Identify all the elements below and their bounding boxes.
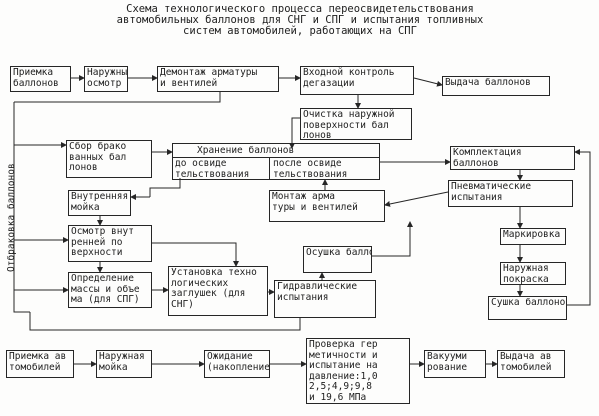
node-text-line: Входной контроль [303,67,395,78]
diagram-title-line-2: автомобильных баллонов для СНГ и СПГ и и… [116,14,484,26]
node-text-line: тельствования [273,168,348,180]
node-text-line: туры и вентилей [272,201,358,213]
node-text-line: Вакууми [427,351,468,362]
node-text-line: Пневматические [451,181,532,192]
node-text-line: после освиде [273,158,342,169]
node-sushka-ballonov: Сушка баллонов [488,296,567,320]
node-text-line: Осмотр внут [71,226,134,237]
diagram-title-line-1: Схема технологического процесса переосви… [126,3,474,15]
node-text-line: до освиде [175,158,227,169]
node-text-line: верхности [71,247,123,258]
hranenie-label: Хранение баллонов [197,145,295,157]
node-text-line: Определение [71,273,134,284]
node-text-line: и 19,6 МПа [309,391,367,403]
node-text-line: рование [427,361,468,373]
node-ozhidanie: Ожидание(накопление) [204,350,270,378]
node-vydacha-ballonov: Выдача баллонов [442,76,550,96]
node-text-line: Выдача баллонов [445,77,531,88]
node-text-line: Приемка ав [9,351,67,362]
node-text-line: Гидравлические [277,281,358,292]
node-text-line: Приемка [13,67,54,78]
node-text-line: испытания [277,291,329,303]
node-text-line: массы и объе [71,283,140,295]
node-text-line: лонов [69,162,98,173]
node-text-line: Демонтаж арматуры [160,67,258,78]
node-text-line: Наружная [99,351,145,362]
node-text-line: Осушка баллонов [306,247,371,258]
node-text-line: ренней по [71,236,123,248]
node-text-line: Внутренняя [71,191,129,202]
node-text-line: мойка [99,361,128,373]
node-naruzhny-osmotr: Наружныйосмотр [84,66,128,92]
node-text-line: Выдача ав [500,351,552,362]
node-text-line: томобилей [500,361,552,373]
node-text-line: томобилей [9,361,61,373]
node-text-line: (накопление) [207,361,270,373]
node-text-line: лонов [303,130,332,140]
node-text-line: заглушек (для [171,288,246,299]
node-text-line: и вентилей [160,77,218,89]
node-text-line: мойка [71,201,100,213]
node-text-line: метичности и [309,349,378,361]
node-text-line: Проверка гер [309,339,378,350]
node-text-line: Установка техно [171,267,257,278]
node-text-line: Маркировка [503,229,561,240]
node-text-line: Сушка баллонов [491,297,567,308]
node-text-line: Наружная [503,263,549,274]
node-text-line: баллонов [453,157,499,169]
node-text-line: Ожидание [207,351,253,362]
node-text-line: покраска [503,273,549,285]
node-text-line: испытания [451,191,503,203]
node-text-line: СНГ) [171,298,194,310]
node-text-line: давление:1,0 [309,370,378,382]
node-text-line: 2,5;4,9;9,8 [309,381,372,392]
node-text-line: Наружный [87,67,128,78]
node-text-line: баллонов [13,77,59,89]
node-text-line: логических [171,277,229,289]
node-text-line: испытание на [309,360,378,371]
node-text-line: Комплектация [453,147,522,158]
node-text-line: Очистка наружной [303,109,395,120]
node-text-line: поверхности бал [303,119,389,131]
node-text-line: ма (для СПГ) [71,294,140,305]
node-osushka-ballonov: Осушка баллонов [303,246,372,273]
node-text-line: Монтаж арма [272,191,335,202]
node-text-line: осмотр [87,77,122,89]
node-text-line: Сбор брако [69,141,127,152]
node-text-line: Хранение баллонов [197,145,295,156]
node-text-line: дегазации [303,77,355,89]
node-text-line: тельствования [175,168,250,180]
node-text-line: ванных бал [69,151,127,163]
diagram-title-line-3: систем автомобилей, работающих на СПГ [183,25,417,37]
node-markirovka: Маркировка [500,228,566,245]
rejection-side-label: Отбраковка баллонов [6,163,17,272]
